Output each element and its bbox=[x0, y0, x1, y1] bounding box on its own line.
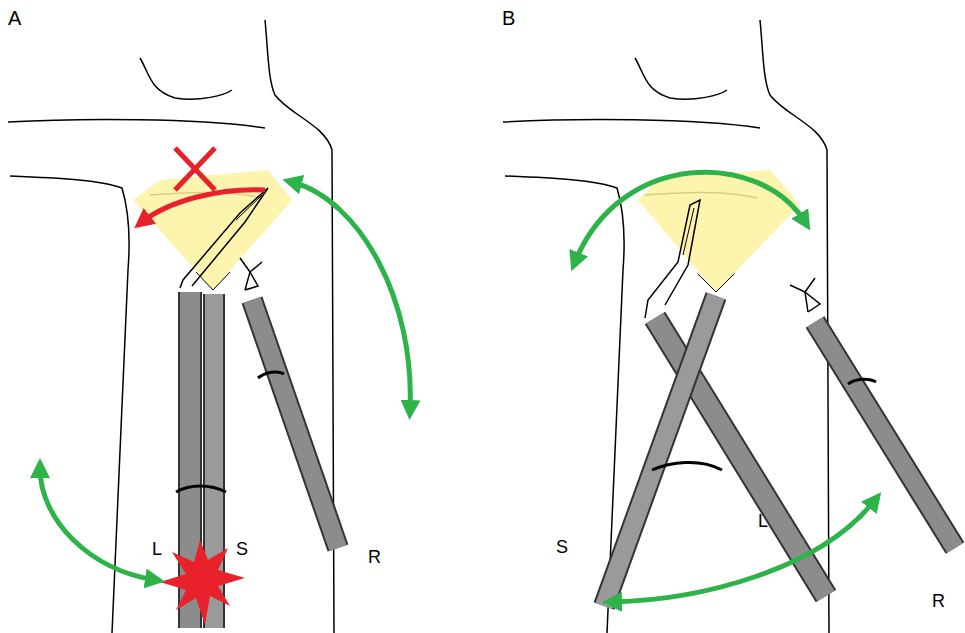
motion-arrow bbox=[292, 182, 410, 410]
motion-arrow bbox=[612, 500, 875, 602]
view-field bbox=[638, 170, 800, 292]
instrument-letter: L bbox=[758, 512, 768, 530]
instrument-S bbox=[604, 296, 716, 606]
instrument-R bbox=[790, 278, 955, 548]
panel-letter: B bbox=[502, 8, 515, 28]
instrument-letter: L bbox=[152, 540, 162, 558]
motion-arrow bbox=[40, 468, 155, 580]
collision-star bbox=[160, 540, 245, 625]
cross-mark bbox=[175, 148, 215, 190]
instrument-letter: R bbox=[368, 548, 381, 566]
panel-letter: A bbox=[8, 8, 21, 28]
instrument-letter: S bbox=[236, 540, 248, 558]
blocked-arrow bbox=[142, 190, 265, 222]
motion-arrow bbox=[575, 172, 805, 262]
instrument-letter: S bbox=[556, 538, 568, 556]
instrument-letter: R bbox=[932, 592, 945, 610]
body-outline bbox=[8, 20, 334, 633]
body-outline bbox=[503, 20, 829, 633]
instrument-R bbox=[240, 258, 338, 548]
